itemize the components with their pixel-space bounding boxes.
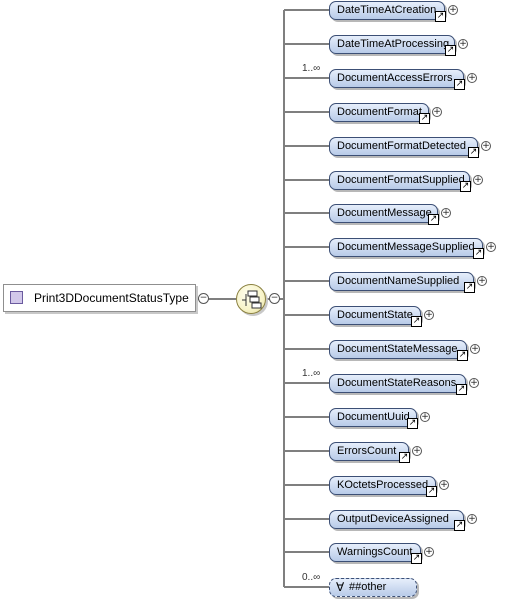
reference-arrow-icon: ↗ (419, 113, 430, 124)
schema-element[interactable]: DocumentFormatSupplied (329, 171, 470, 190)
schema-element[interactable]: DocumentMessage (329, 204, 438, 223)
element-name: DocumentFormatSupplied (337, 174, 465, 186)
reference-arrow-icon: ↗ (456, 384, 467, 395)
schema-element[interactable]: DocumentAccessErrors (329, 69, 464, 88)
complex-type-box[interactable]: Print3DDocumentStatusType (3, 284, 196, 312)
element-name: DocumentState (337, 309, 413, 321)
element-name: ErrorsCount (337, 445, 397, 457)
reference-arrow-icon: ↗ (454, 520, 465, 531)
element-name: OutputDeviceAssigned (337, 513, 449, 525)
reference-arrow-icon: ↗ (468, 147, 479, 158)
expand-icon[interactable]: + (458, 39, 468, 49)
reference-arrow-icon: ↗ (457, 350, 468, 361)
expand-icon[interactable]: + (424, 547, 434, 557)
occurrence-label: 1..∞ (302, 63, 321, 74)
expand-icon[interactable]: + (441, 208, 451, 218)
reference-arrow-icon: ↗ (411, 316, 422, 327)
expand-icon[interactable]: + (439, 480, 449, 490)
schema-element[interactable]: ErrorsCount (329, 442, 409, 461)
schema-element[interactable]: DocumentState (329, 306, 421, 325)
schema-element[interactable]: DocumentStateMessage (329, 340, 467, 359)
schema-element[interactable]: DocumentMessageSupplied (329, 238, 483, 257)
any-element-icon: ∀ (336, 580, 345, 594)
any-element[interactable]: ∀ ##other (329, 578, 417, 597)
element-name: DocumentUuid (337, 411, 410, 423)
schema-element[interactable]: DocumentFormatDetected (329, 137, 478, 156)
sequence-compositor[interactable] (236, 284, 266, 314)
schema-element[interactable]: DateTimeAtCreation (329, 1, 445, 20)
schema-element[interactable]: DocumentStateReasons (329, 374, 466, 393)
element-name: DocumentFormatDetected (337, 140, 466, 152)
element-name: DocumentStateReasons (337, 377, 457, 389)
element-name: DocumentStateMessage (337, 343, 458, 355)
schema-element[interactable]: DocumentNameSupplied (329, 272, 474, 291)
expand-icon[interactable]: + (467, 73, 477, 83)
expand-icon[interactable]: + (432, 107, 442, 117)
element-name: KOctetsProcessed (337, 479, 429, 491)
expand-icon[interactable]: + (486, 242, 496, 252)
complex-type-icon (10, 291, 23, 304)
element-name: DocumentAccessErrors (337, 72, 453, 84)
element-name: DocumentFormat (337, 106, 422, 118)
complex-type-label: Print3DDocumentStatusType (34, 291, 189, 305)
schema-element[interactable]: OutputDeviceAssigned (329, 510, 464, 529)
reference-arrow-icon: ↗ (407, 418, 418, 429)
schema-element[interactable]: DocumentUuid (329, 408, 417, 427)
expand-icon[interactable]: + (481, 141, 491, 151)
reference-arrow-icon: ↗ (460, 181, 471, 192)
sequence-collapse-toggle-icon[interactable]: − (269, 293, 280, 304)
expand-icon[interactable]: + (420, 412, 430, 422)
reference-arrow-icon: ↗ (411, 553, 422, 564)
expand-icon[interactable]: + (469, 378, 479, 388)
reference-arrow-icon: ↗ (454, 79, 465, 90)
reference-arrow-icon: ↗ (435, 11, 446, 22)
expand-icon[interactable]: + (470, 344, 480, 354)
element-name: DocumentMessageSupplied (337, 241, 475, 253)
type-collapse-toggle-icon[interactable]: − (198, 293, 209, 304)
reference-arrow-icon: ↗ (428, 214, 439, 225)
reference-arrow-icon: ↗ (473, 248, 484, 259)
expand-icon[interactable]: + (424, 310, 434, 320)
element-name: DateTimeAtProcessing (337, 38, 450, 50)
schema-element[interactable]: WarningsCount (329, 543, 421, 562)
reference-arrow-icon: ↗ (426, 486, 437, 497)
schema-element[interactable]: DateTimeAtProcessing (329, 35, 455, 54)
expand-icon[interactable]: + (467, 514, 477, 524)
expand-icon[interactable]: + (477, 276, 487, 286)
element-name: DateTimeAtCreation (337, 4, 437, 16)
element-name: DocumentMessage (337, 207, 432, 219)
reference-arrow-icon: ↗ (399, 452, 410, 463)
occurrence-label: 0..∞ (302, 572, 321, 583)
element-name: ##other (349, 581, 387, 593)
occurrence-label: 1..∞ (302, 368, 321, 379)
element-name: WarningsCount (337, 546, 413, 558)
sequence-icon (242, 290, 262, 309)
reference-arrow-icon: ↗ (445, 45, 456, 56)
element-name: DocumentNameSupplied (337, 275, 460, 287)
expand-icon[interactable]: + (473, 175, 483, 185)
schema-element[interactable]: DocumentFormat (329, 103, 429, 122)
expand-icon[interactable]: + (412, 446, 422, 456)
schema-element[interactable]: KOctetsProcessed (329, 476, 436, 495)
reference-arrow-icon: ↗ (464, 282, 475, 293)
expand-icon[interactable]: + (448, 5, 458, 15)
